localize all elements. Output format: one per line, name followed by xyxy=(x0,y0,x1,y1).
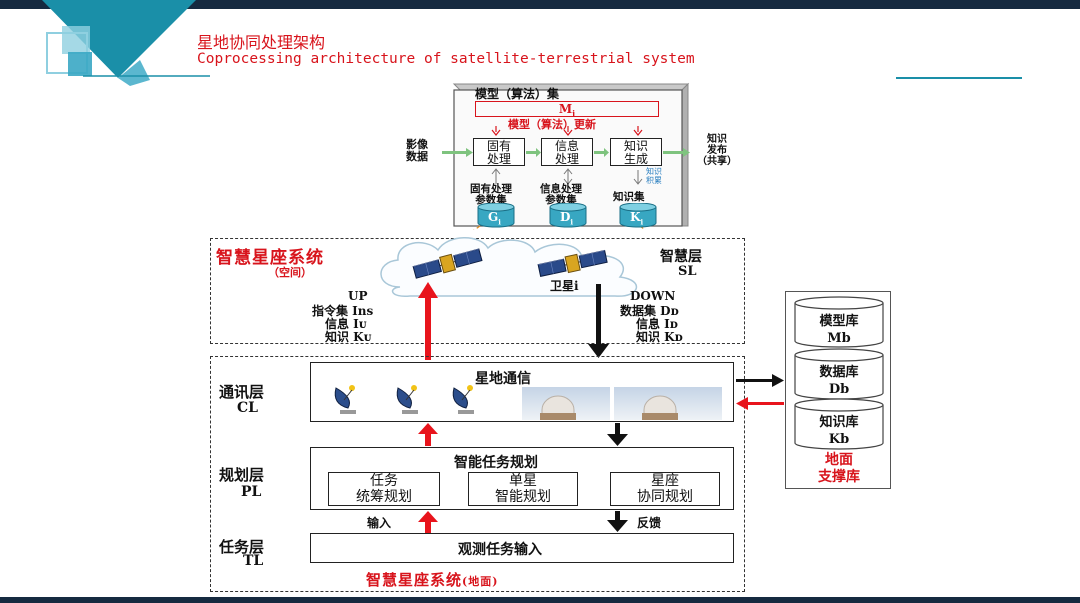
space-system-sub: （空间） xyxy=(268,266,312,279)
down-line-3: 知识 Kᴅ xyxy=(636,330,683,344)
dish-antennas-icon xyxy=(334,385,474,414)
task-layer-abbr: TL xyxy=(243,553,264,569)
radome-photos xyxy=(522,387,722,420)
bottom-bar xyxy=(0,597,1080,603)
knowledge-generation-box: 知识 生成 xyxy=(610,138,662,166)
knowledge-set-label: 知识集 xyxy=(613,191,645,203)
satellite-1-icon xyxy=(412,248,483,279)
ground-system-frame xyxy=(210,356,745,592)
up-down-arrows xyxy=(418,282,609,360)
plan-item-constellation: 星座 协同规划 xyxy=(610,472,720,506)
model-update-label: 模型（算法）更新 xyxy=(508,118,596,131)
task-box xyxy=(310,533,734,563)
support-library-title: 地面 支撑库 xyxy=(818,452,860,485)
comm-layer-name: 通讯层 xyxy=(219,383,265,401)
model-mi-sub: i xyxy=(572,108,576,119)
corner-decoration xyxy=(42,0,210,86)
down-line-2: 信息 Iᴅ xyxy=(636,317,678,331)
inherent-processing-box: 固有 处理 xyxy=(473,138,525,166)
info-processing-box: 信息 处理 xyxy=(541,138,593,166)
up-line-1: 指令集 Ins xyxy=(312,304,374,318)
task-title: 观测任务输入 xyxy=(458,542,542,558)
page-subtitle: Coprocessing architecture of satellite-t… xyxy=(197,51,695,67)
flow-arrows xyxy=(442,148,690,157)
knowledge-library-label: 知识库 Kb xyxy=(819,415,859,447)
input-label: 输入 xyxy=(367,516,392,530)
smart-layer-name: 智慧层 xyxy=(660,249,702,265)
param-arrows xyxy=(491,168,643,185)
comm-layer-abbr: CL xyxy=(237,400,258,416)
up-line-2: 信息 Iᴜ xyxy=(325,317,367,331)
update-arrows xyxy=(491,126,643,136)
plan-task-arrows xyxy=(418,511,628,533)
top-bar xyxy=(0,0,1080,9)
knowledge-publish-label: 知识 发布 （共享） xyxy=(697,134,737,167)
comm-support-arrows xyxy=(736,374,784,410)
image-data-label: 影像 数据 xyxy=(406,138,428,163)
cloud-shape xyxy=(380,237,638,297)
task-layer-name: 任务层 xyxy=(219,538,265,556)
header-rule xyxy=(896,77,1022,79)
down-line-1: 数据集 Dᴅ xyxy=(620,304,679,318)
satellite-label: 卫星i xyxy=(550,279,579,293)
support-cylinders xyxy=(794,296,884,450)
plan-item-single: 单星 智能规划 xyxy=(468,472,578,506)
param-cylinders xyxy=(477,203,657,228)
down-title: DOWN xyxy=(630,289,676,303)
smart-layer-abbr: SL xyxy=(678,264,697,279)
up-line-3: 知识 Kᴜ xyxy=(325,330,372,344)
db-g-label: Gi xyxy=(488,210,501,227)
up-title: UP xyxy=(348,289,368,303)
comm-plan-arrows xyxy=(418,423,628,446)
space-system-title: 智慧星座系统 xyxy=(216,248,324,268)
db-d-label: Di xyxy=(560,210,574,227)
model-mi-label: M xyxy=(558,102,573,116)
data-library-label: 数据库 Db xyxy=(819,365,859,397)
comm-title: 星地通信 xyxy=(475,371,531,387)
plan-layer-abbr: PL xyxy=(241,484,262,500)
satellite-2-icon xyxy=(537,249,608,277)
plan-layer-name: 规划层 xyxy=(219,466,265,484)
model-library-label: 模型库 Mb xyxy=(819,314,859,346)
inherent-param-label: 固有处理 参数集 xyxy=(470,183,512,206)
plan-title: 智能任务规划 xyxy=(454,455,538,471)
knowledge-accum-label: 知识 积累 xyxy=(646,167,662,185)
plan-item-task: 任务 统筹规划 xyxy=(328,472,440,506)
feedback-label: 反馈 xyxy=(637,516,662,530)
ground-system-title: 智慧星座系统(地面) xyxy=(366,571,499,589)
info-param-label: 信息处理 参数集 xyxy=(540,183,582,206)
model-set-title: 模型（算法）集 xyxy=(475,87,560,101)
db-k-label: Ki xyxy=(630,210,644,227)
page-title: 星地协同处理架构 xyxy=(197,33,326,52)
space-system-frame xyxy=(210,238,745,344)
model-mi-box: Mi xyxy=(475,101,659,119)
